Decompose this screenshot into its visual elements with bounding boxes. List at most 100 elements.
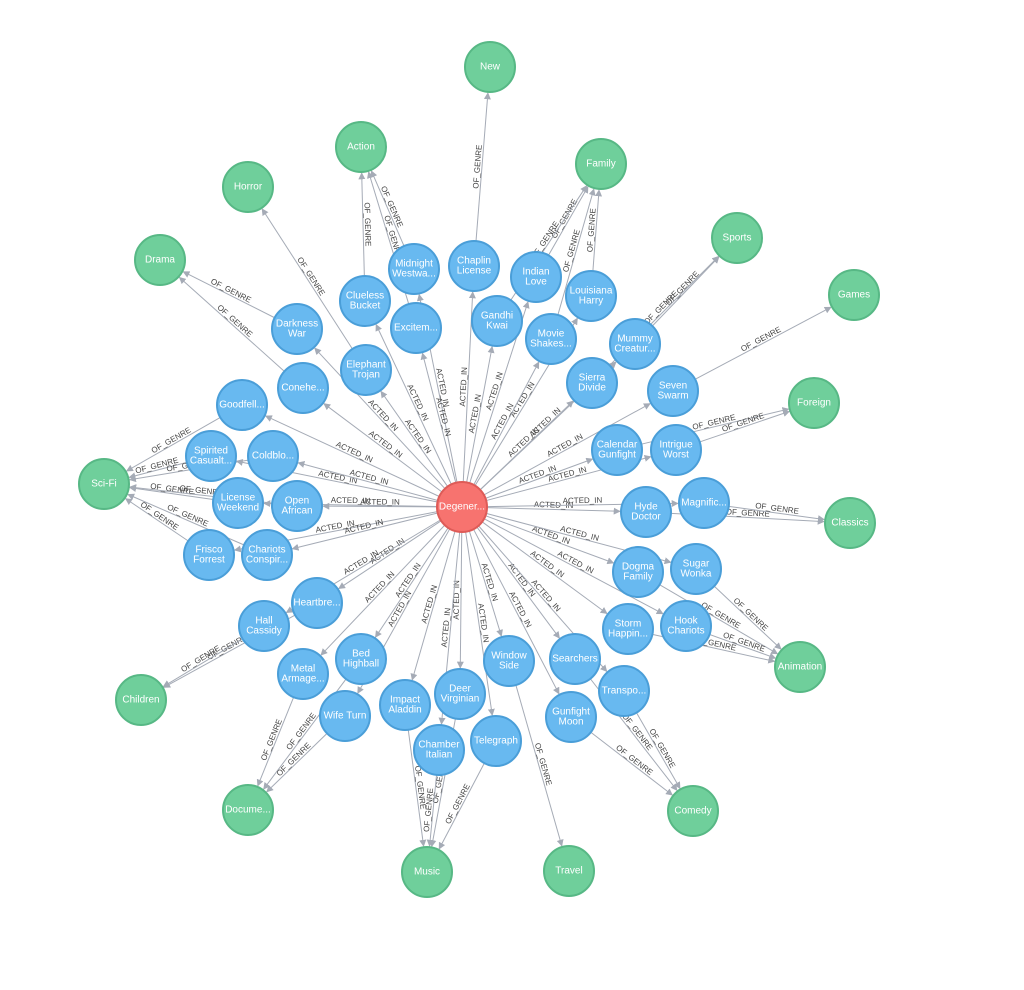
- acted-in-edge[interactable]: ACTED_IN: [473, 361, 540, 486]
- node-label: Westwa...: [392, 269, 436, 280]
- node-label: Harry: [579, 296, 603, 307]
- node-label: Kwai: [486, 321, 508, 332]
- edge-label: OF_GENRE: [585, 208, 597, 253]
- edge-label: OF_GENRE: [295, 256, 326, 298]
- of-genre-edge[interactable]: OF_GENRE: [585, 189, 603, 272]
- genre-node-drama[interactable]: Drama: [134, 234, 186, 286]
- genre-node-comedy[interactable]: Comedy: [667, 785, 719, 837]
- node-label: Aladdin: [388, 705, 421, 716]
- of-genre-edge[interactable]: OF_GENRE: [162, 638, 243, 688]
- genre-node-scifi[interactable]: Sci-Fi: [78, 458, 130, 510]
- node-label: Children: [122, 695, 159, 706]
- film-node-heartbre[interactable]: Heartbre...: [291, 577, 343, 629]
- node-label: Action: [347, 142, 375, 153]
- of-genre-edge[interactable]: OF_GENRE: [358, 172, 373, 277]
- of-genre-edge[interactable]: OF_GENRE: [124, 498, 189, 542]
- film-node-transpo[interactable]: Transpo...: [598, 665, 650, 717]
- of-genre-edge[interactable]: OF_GENRE: [471, 92, 491, 242]
- of-genre-edge[interactable]: OF_GENRE: [438, 762, 485, 850]
- film-node-magnific[interactable]: Magnific...: [678, 477, 730, 529]
- genre-node-travel[interactable]: Travel: [543, 845, 595, 897]
- of-genre-edge[interactable]: OF_GENRE: [651, 256, 720, 327]
- film-node-excitem[interactable]: Excitem...: [390, 302, 442, 354]
- film-node-coldblo[interactable]: Coldblo...: [247, 430, 299, 482]
- acted-in-edge[interactable]: ACTED_IN: [458, 291, 476, 483]
- edge-label: OF_GENRE: [739, 325, 782, 354]
- film-node-movie[interactable]: MovieShakes...: [525, 313, 577, 365]
- genre-node-children[interactable]: Children: [115, 674, 167, 726]
- edge-label: ACTED_IN: [467, 393, 483, 434]
- genre-node-games[interactable]: Games: [828, 269, 880, 321]
- genre-node-foreign[interactable]: Foreign: [788, 377, 840, 429]
- node-label: Games: [838, 290, 870, 301]
- film-node-mummy[interactable]: MummyCreatur...: [609, 318, 661, 370]
- of-genre-edge[interactable]: OF_GENRE: [422, 774, 438, 847]
- acted-in-edge[interactable]: ACTED_IN: [466, 345, 495, 483]
- film-node-conehe[interactable]: Conehe...: [277, 362, 329, 414]
- film-node-chariots[interactable]: ChariotsConspir...: [241, 529, 293, 581]
- film-node-midnight[interactable]: MidnightWestwa...: [388, 243, 440, 295]
- node-label: Foreign: [797, 398, 831, 409]
- genre-node-action[interactable]: Action: [335, 121, 387, 173]
- genre-node-sports[interactable]: Sports: [711, 212, 763, 264]
- node-label: Creatur...: [614, 344, 655, 355]
- node-label: Cassidy: [246, 626, 282, 637]
- film-node-storm[interactable]: StormHappin...: [602, 603, 654, 655]
- film-node-wife[interactable]: Wife Turn: [319, 690, 371, 742]
- actor-node[interactable]: Degener...: [436, 481, 488, 533]
- node-label: Elephant: [346, 360, 386, 371]
- node-label: Sports: [723, 233, 752, 244]
- acted-in-edge[interactable]: ACTED_IN: [452, 531, 464, 669]
- node-label: Transpo...: [602, 686, 647, 697]
- node-label: Searchers: [552, 654, 598, 665]
- film-node-metal[interactable]: MetalArmage...: [277, 648, 329, 700]
- acted-in-edge[interactable]: ACTED_IN: [410, 530, 456, 681]
- edge-label: OF_GENRE: [215, 303, 254, 339]
- genre-node-new[interactable]: New: [464, 41, 516, 93]
- edge-label: ACTED_IN: [563, 496, 603, 506]
- acted-in-edge[interactable]: ACTED_IN: [322, 497, 438, 510]
- node-label: Darkness: [276, 319, 318, 330]
- of-genre-edge[interactable]: OF_GENRE: [636, 712, 681, 790]
- genre-node-family[interactable]: Family: [575, 138, 627, 190]
- film-node-spirited[interactable]: SpiritedCasualt...: [185, 430, 237, 482]
- of-genre-edge[interactable]: OF_GENRE: [694, 306, 832, 380]
- node-label: Conspir...: [246, 555, 288, 566]
- node-label: Hyde: [634, 502, 658, 513]
- film-node-goodfell[interactable]: Goodfell...: [216, 379, 268, 431]
- genre-node-horror[interactable]: Horror: [222, 161, 274, 213]
- film-node-telegraph[interactable]: Telegraph: [470, 715, 522, 767]
- genre-node-music[interactable]: Music: [401, 846, 453, 898]
- genre-node-docu[interactable]: Docume...: [222, 784, 274, 836]
- edge-label: OF_GENRE: [561, 228, 582, 273]
- genre-node-classics[interactable]: Classics: [824, 497, 876, 549]
- film-node-searchers[interactable]: Searchers: [549, 633, 601, 685]
- edge-label: ACTED_IN: [476, 603, 491, 644]
- genre-node-animation[interactable]: Animation: [774, 641, 826, 693]
